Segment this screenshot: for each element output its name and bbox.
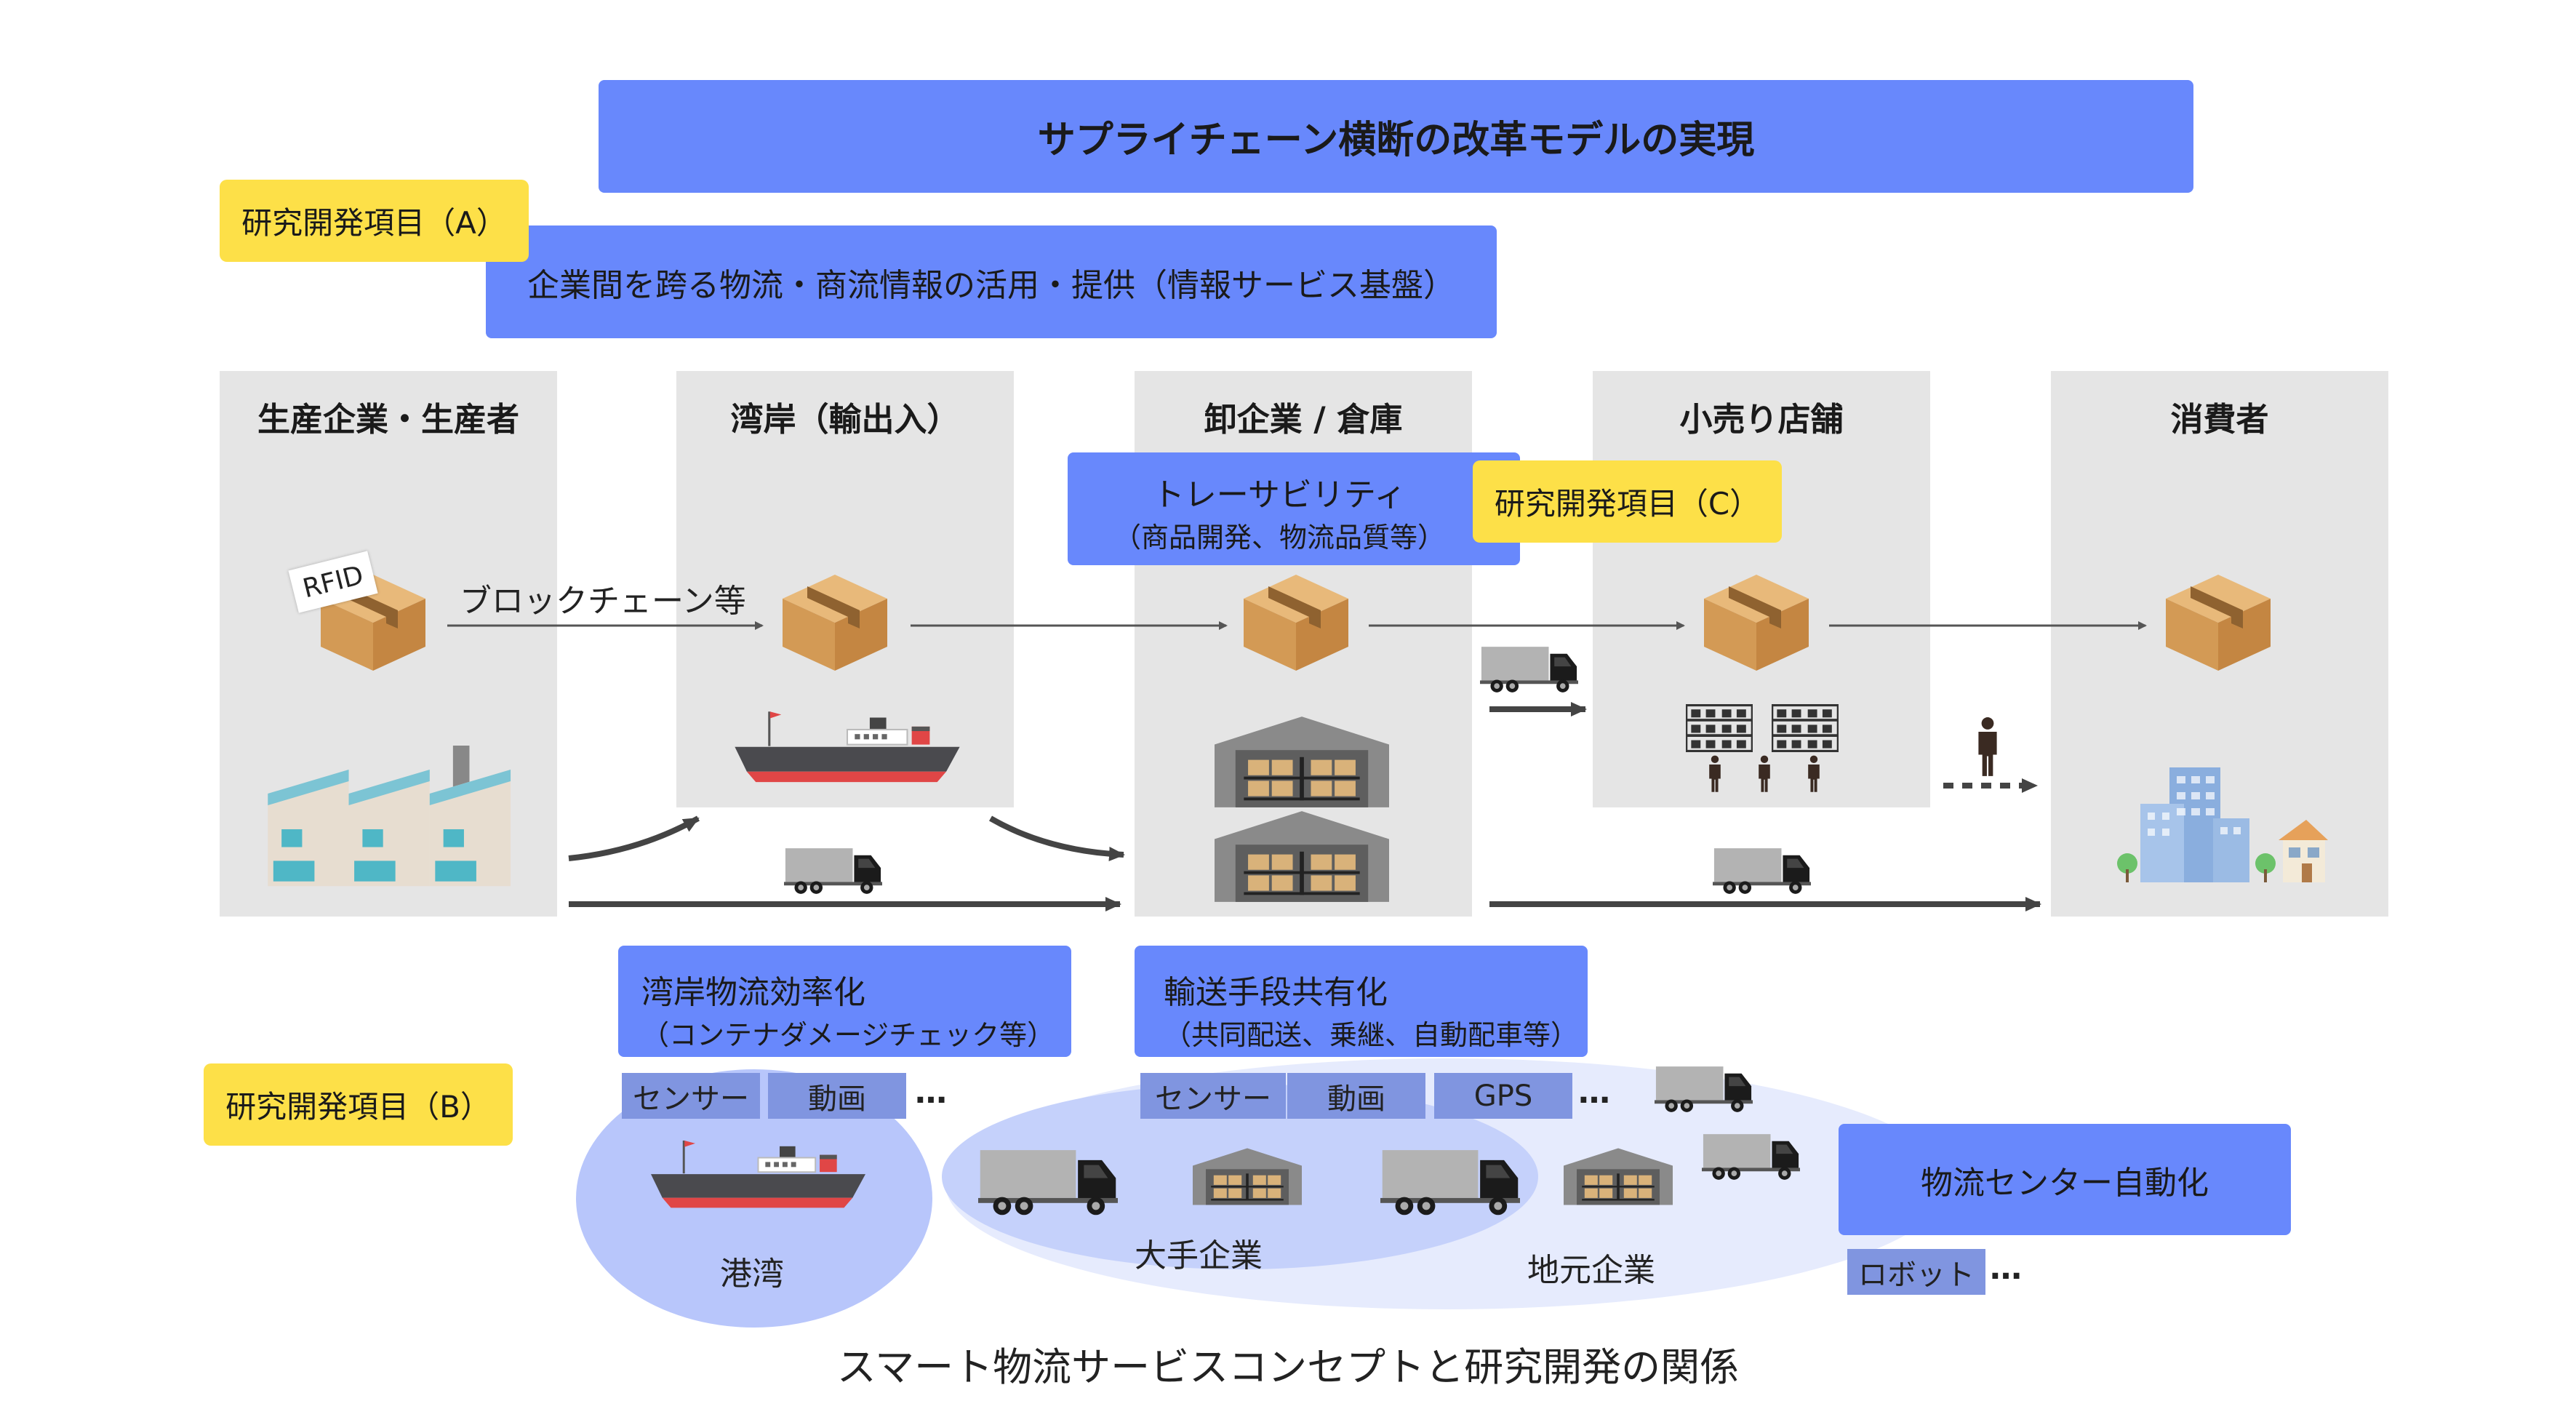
- port-efficiency-subtitle: （コンテナダメージチェック等）: [641, 1019, 1055, 1051]
- sensor-tag-label: センサー: [1155, 1082, 1271, 1116]
- gps-tag-label: GPS: [1473, 1079, 1533, 1113]
- video-tag: 動画: [768, 1073, 906, 1119]
- ellipsis-text: …: [1578, 1074, 1610, 1111]
- box-icon: [2164, 571, 2273, 673]
- cargo-ship-icon: [735, 706, 960, 803]
- ellipsis-text: …: [915, 1074, 947, 1111]
- shelf-icon: [1686, 704, 1753, 752]
- rd-item-c-label: 研究開発項目（C）: [1494, 486, 1761, 522]
- person-icon: [1705, 755, 1724, 793]
- video-tag-label: 動画: [808, 1082, 866, 1116]
- local-company-label: 地元企業: [1527, 1252, 1655, 1289]
- port-efficiency-box: 湾岸物流効率化 （コンテナダメージチェック等）: [618, 946, 1071, 1057]
- stage-consumer-label: 消費者: [2170, 400, 2269, 439]
- video-tag: 動画: [1287, 1073, 1425, 1119]
- rd-item-b-label: 研究開発項目（B）: [225, 1089, 491, 1125]
- person-icon: [1804, 755, 1823, 793]
- truck-icon: [1713, 845, 1811, 896]
- stage-port-label: 湾岸（輸出入）: [730, 400, 960, 439]
- person-icon: [1972, 717, 2003, 778]
- truck-icon: [784, 845, 882, 896]
- truck-icon: [1380, 1146, 1520, 1218]
- center-automation-box: 物流センター自動化: [1839, 1124, 2291, 1235]
- info-platform-banner: 企業間を跨る物流・商流情報の活用・提供（情報サービス基盤）: [486, 225, 1497, 338]
- rd-item-a-badge: 研究開発項目（A）: [220, 180, 529, 262]
- diagram-caption: スマート物流サービスコンセプトと研究開発の関係: [836, 1344, 1740, 1390]
- page-title: サプライチェーン横断の改革モデルの実現: [1037, 119, 1755, 162]
- warehouse-icon: [1193, 1135, 1302, 1218]
- rd-item-a-label: 研究開発項目（A）: [241, 205, 507, 241]
- traceability-title: トレーサビリティ: [1152, 476, 1407, 514]
- person-icon: [1755, 755, 1774, 793]
- truck-icon: [1480, 644, 1578, 695]
- port-label: 港湾: [720, 1256, 784, 1293]
- rd-item-c-badge: 研究開発項目（C）: [1473, 460, 1782, 543]
- shared-transport-subtitle: （共同配送、乗継、自動配車等）: [1164, 1019, 1579, 1051]
- stage-producer-label: 生産企業・生産者: [257, 400, 519, 439]
- robot-tag: ロボット: [1847, 1249, 1985, 1295]
- warehouse-icon: [1215, 811, 1389, 902]
- shared-transport-box: 輸送手段共有化 （共同配送、乗継、自動配車等）: [1135, 946, 1588, 1057]
- truck-icon: [1702, 1131, 1800, 1182]
- sensor-tag: センサー: [1140, 1073, 1286, 1119]
- stage-wholesale-label: 卸企業 / 倉庫: [1204, 400, 1403, 439]
- traceability-box: トレーサビリティ （商品開発、物流品質等）: [1068, 452, 1520, 565]
- blockchain-label: ブロックチェーン等: [460, 583, 746, 620]
- rfid-label: RFID: [300, 559, 367, 604]
- video-tag-label: 動画: [1327, 1082, 1385, 1116]
- warehouse-icon: [1564, 1135, 1673, 1218]
- large-company-label: 大手企業: [1135, 1237, 1263, 1274]
- warehouse-icon: [1215, 717, 1389, 807]
- box-icon: [1241, 571, 1351, 673]
- shared-transport-title: 輸送手段共有化: [1164, 974, 1388, 1011]
- truck-icon: [978, 1146, 1118, 1218]
- city-buildings-icon: [2111, 767, 2329, 884]
- shelf-icon: [1772, 704, 1839, 752]
- title-banner: サプライチェーン横断の改革モデルの実現: [599, 80, 2193, 193]
- box-icon: [1702, 571, 1811, 673]
- box-icon: [780, 571, 889, 673]
- cargo-ship-icon: [651, 1135, 865, 1228]
- sensor-tag-label: センサー: [633, 1082, 749, 1116]
- port-efficiency-title: 湾岸物流効率化: [641, 974, 865, 1011]
- stage-retail-label: 小売り店舗: [1679, 400, 1844, 439]
- center-automation-label: 物流センター自動化: [1921, 1164, 2209, 1202]
- truck-icon: [1655, 1063, 1753, 1114]
- stage-port: 湾岸（輸出入）: [676, 371, 1014, 807]
- factory-icon: [268, 746, 515, 890]
- info-platform-label: 企業間を跨る物流・商流情報の活用・提供（情報サービス基盤）: [527, 266, 1455, 304]
- robot-tag-label: ロボット: [1858, 1258, 1975, 1292]
- rd-item-b-badge: 研究開発項目（B）: [204, 1063, 513, 1146]
- sensor-tag: センサー: [622, 1073, 760, 1119]
- gps-tag: GPS: [1434, 1073, 1572, 1119]
- ellipsis-text: …: [1990, 1250, 2022, 1287]
- traceability-subtitle: （商品開発、物流品質等）: [1113, 522, 1445, 554]
